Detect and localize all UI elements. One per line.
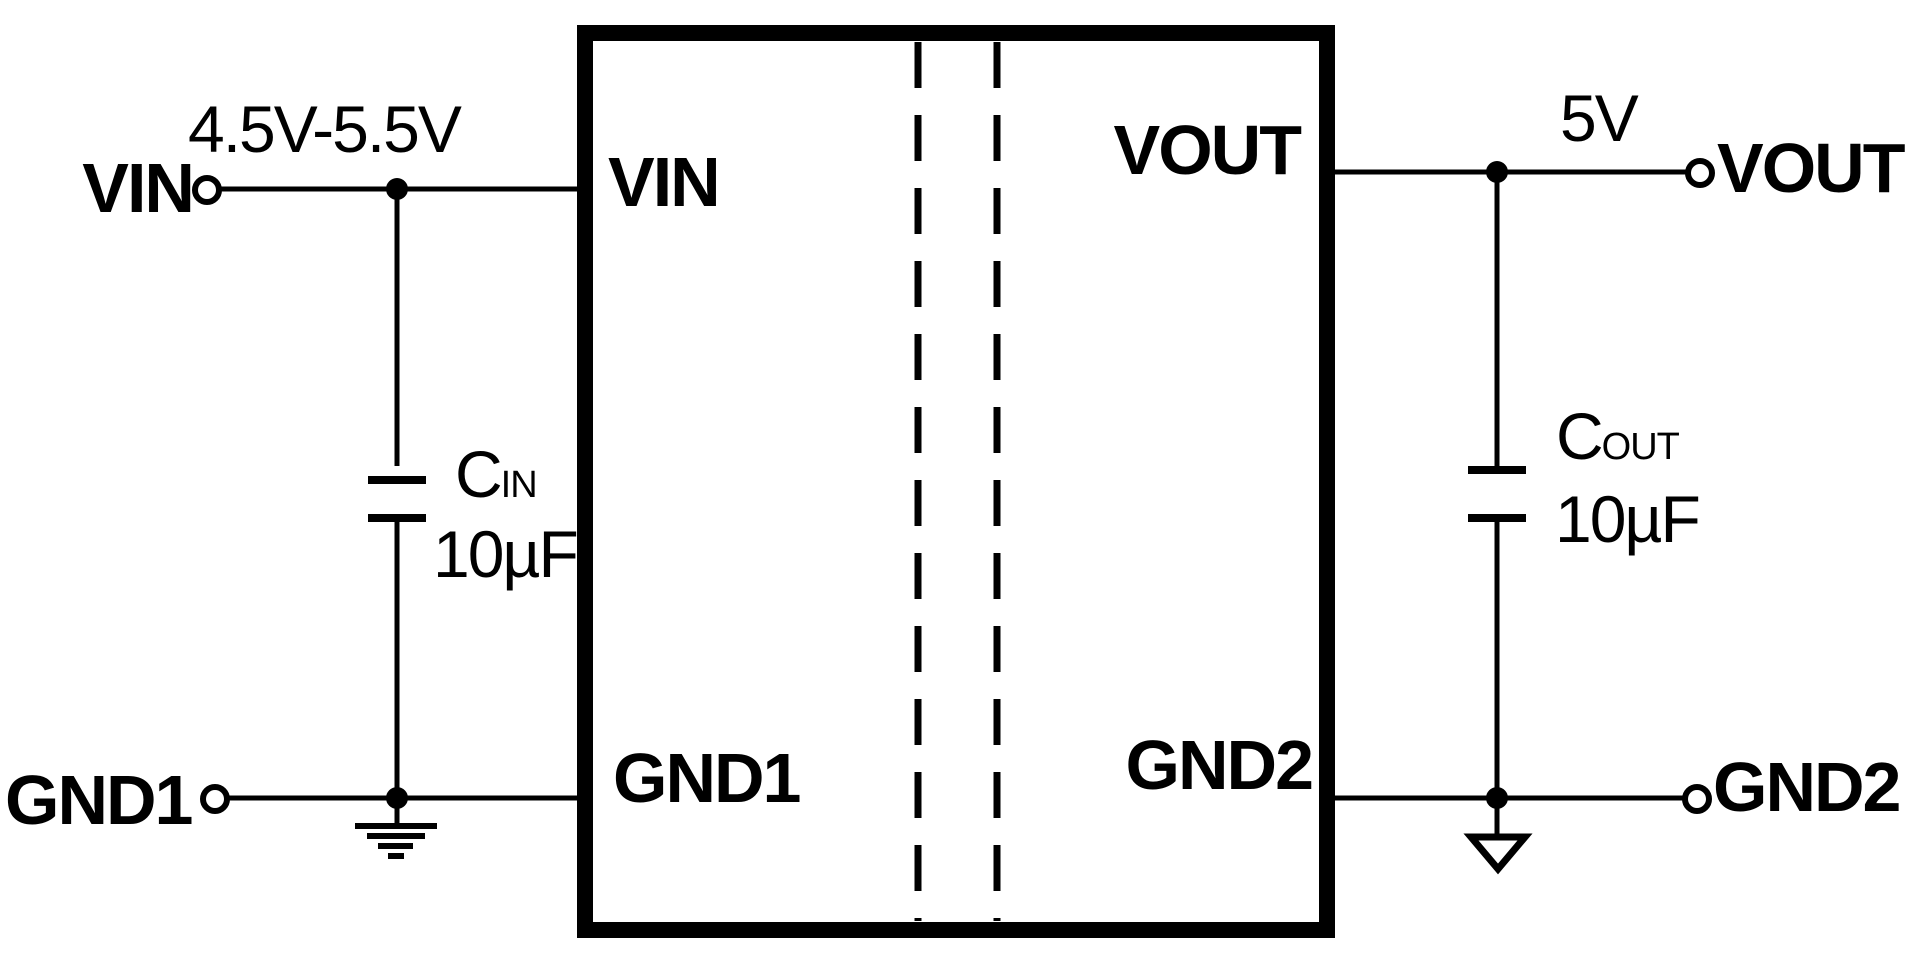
cout-subscript-text: OUT xyxy=(1601,426,1680,468)
cin-ref-text: C xyxy=(455,437,503,511)
cout-value-label: 10µF xyxy=(1555,482,1701,556)
output-voltage-annotation: 5V xyxy=(1560,81,1639,155)
junction-dot-gnd1 xyxy=(386,787,408,809)
cin-designator-label: CIN xyxy=(455,441,538,507)
terminal-label-vout: VOUT xyxy=(1717,129,1905,207)
terminal-label-gnd2: GND2 xyxy=(1713,748,1901,826)
ic-body-outline xyxy=(577,25,1335,938)
cin-subscript-text: IN xyxy=(500,464,538,506)
ic-pin-label-vout: VOUT xyxy=(1113,111,1302,189)
input-voltage-annotation: 4.5V-5.5V xyxy=(188,92,462,166)
terminal-circle-vin xyxy=(192,175,222,205)
junction-dot-gnd2 xyxy=(1486,787,1508,809)
terminal-label-gnd1: GND1 xyxy=(5,761,193,839)
terminal-circle-gnd1 xyxy=(200,784,230,814)
cin-value-label: 10µF xyxy=(433,517,579,591)
cout-designator-label: COUT xyxy=(1556,403,1680,469)
ic-pin-label-gnd2: GND2 xyxy=(1125,726,1314,804)
terminal-label-vin: VIN xyxy=(82,149,195,227)
cout-ref-text: C xyxy=(1556,399,1604,473)
signal-ground-icon xyxy=(1463,833,1533,875)
junction-dot-vout xyxy=(1486,161,1508,183)
ic-pin-label-gnd1: GND1 xyxy=(613,739,801,817)
ic-pin-label-vin: VIN xyxy=(608,143,721,221)
terminal-circle-gnd2 xyxy=(1682,784,1712,814)
earth-ground-icon xyxy=(355,823,437,859)
junction-dot-vin xyxy=(386,178,408,200)
terminal-circle-vout xyxy=(1685,158,1715,188)
